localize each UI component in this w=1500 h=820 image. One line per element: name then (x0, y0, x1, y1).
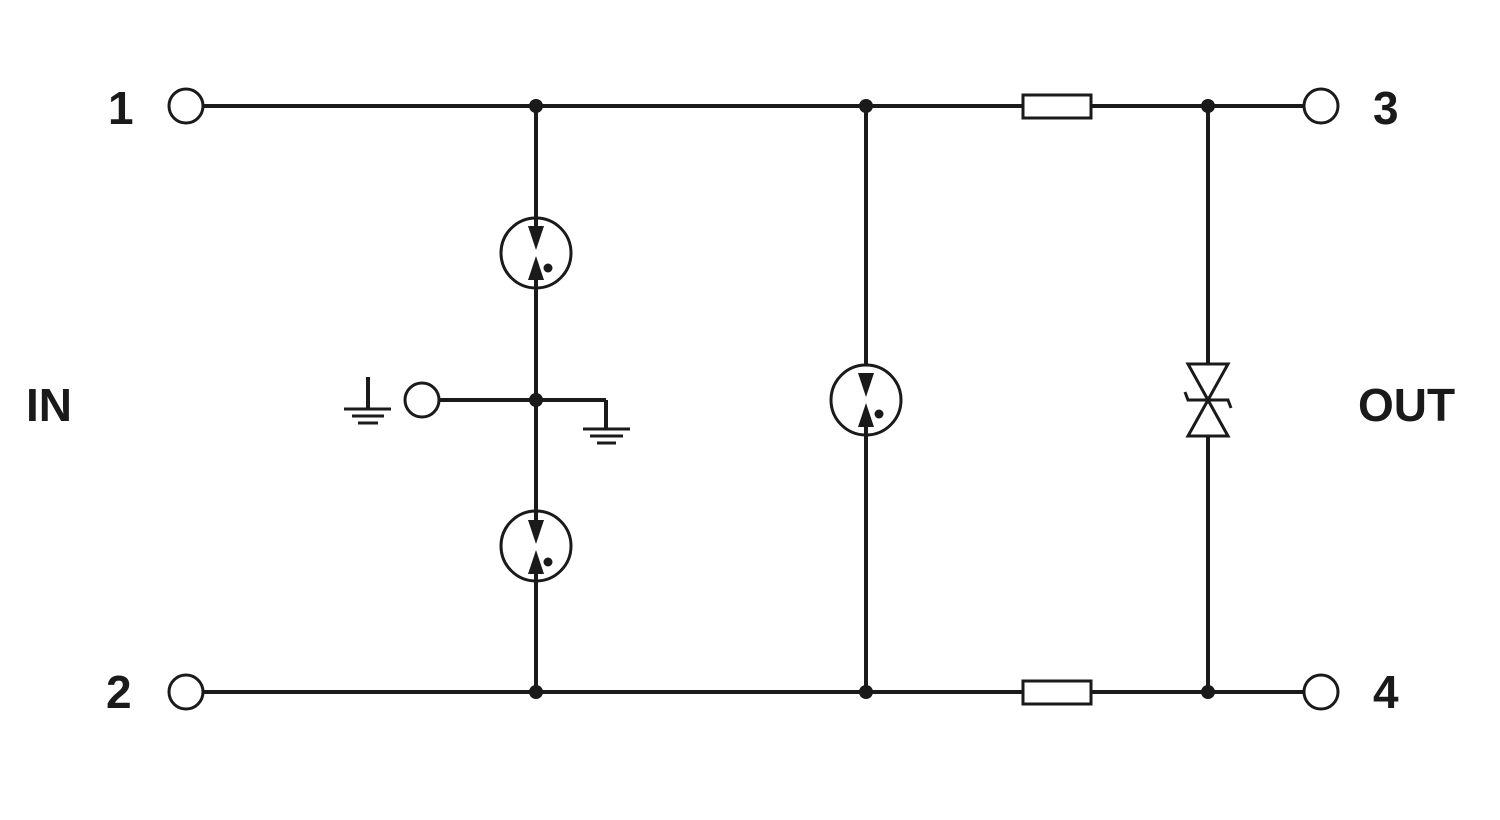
junction-dot (529, 393, 543, 407)
gas-discharge-tube-lower (499, 400, 573, 692)
resistor-bottom (1021, 679, 1093, 706)
gas-discharge-tube-upper (499, 106, 573, 400)
terminal-1-label: 1 (108, 82, 134, 134)
terminal-1[interactable] (167, 87, 205, 125)
junction-dot (859, 99, 873, 113)
gas-discharge-tube-middle (829, 106, 903, 692)
terminal-3-label: 3 (1373, 82, 1399, 134)
junction-dot (1201, 99, 1215, 113)
resistor-top (1021, 93, 1093, 120)
tvs-diode (1183, 106, 1233, 692)
terminal-3[interactable] (1302, 87, 1340, 125)
ground-terminal-icon (344, 377, 391, 425)
output-side-label: OUT (1358, 379, 1455, 431)
junction-dot (529, 685, 543, 699)
input-side-label: IN (26, 379, 72, 431)
junction-dot (529, 99, 543, 113)
terminal-4[interactable] (1302, 673, 1340, 711)
terminal-2-label: 2 (106, 666, 132, 718)
junction-dot (859, 685, 873, 699)
junction-dot (1201, 685, 1215, 699)
terminal-2[interactable] (167, 673, 205, 711)
ground-icon (583, 427, 630, 445)
terminal-4-label: 4 (1373, 666, 1399, 718)
ground-terminal[interactable] (403, 381, 441, 419)
